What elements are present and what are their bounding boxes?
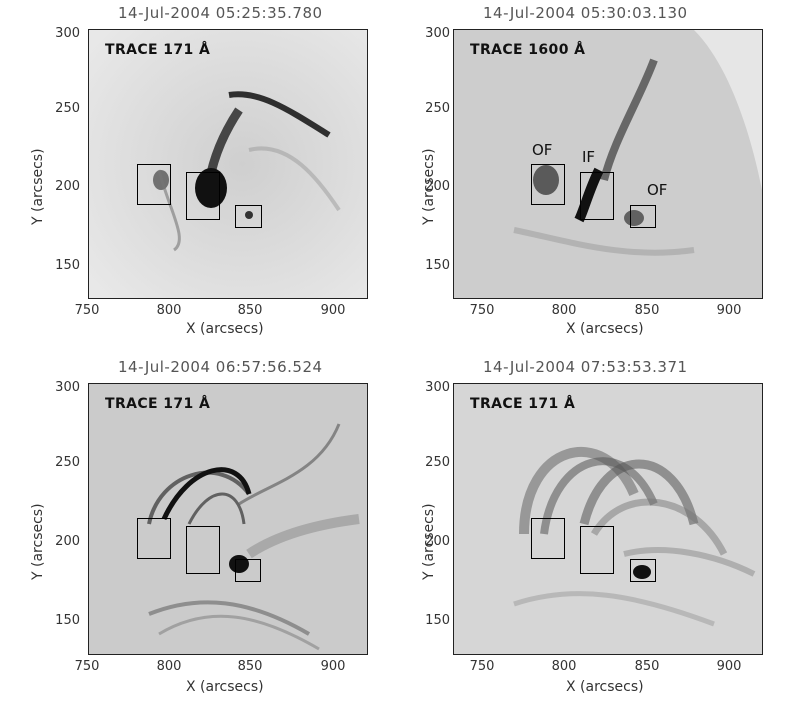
panel-4-instrument: TRACE 171 Å (470, 396, 576, 412)
panel-4-region-box-center (580, 526, 614, 574)
panel-3-region-box-left (137, 518, 171, 559)
panel-2-region-box-center (580, 172, 614, 220)
panel-2-xtick: 900 (716, 303, 742, 318)
panel-2-image: TRACE 1600 Å OF IF OF (453, 29, 763, 299)
panel-3-ytick: 200 (55, 534, 80, 549)
panel-4-xtick: 900 (716, 659, 742, 674)
panel-1-ytick: 250 (55, 101, 80, 116)
panel-3-region-box-right (235, 559, 261, 582)
panel-2-annotation-of-right: OF (647, 181, 668, 199)
panel-2-ytick: 300 (425, 26, 450, 41)
panel-4-ytick: 300 (425, 380, 450, 395)
panel-1-ytick: 200 (55, 179, 80, 194)
panel-4-ytick: 200 (425, 534, 450, 549)
panel-1-solar-image (89, 30, 367, 298)
panel-3-xtick: 850 (237, 659, 263, 674)
panel-3-ytick: 250 (55, 455, 80, 470)
panel-3-xtick: 750 (74, 659, 100, 674)
panel-2-annotation-of-left: OF (532, 141, 553, 159)
panel-2-xtick: 850 (634, 303, 660, 318)
panel-1-title: 14-Jul-2004 05:25:35.780 (118, 4, 323, 22)
panel-1-xlabel: X (arcsecs) (186, 321, 264, 337)
panel-3-instrument: TRACE 171 Å (105, 396, 211, 412)
panel-4-solar-image (454, 384, 762, 654)
panel-4-xtick: 850 (634, 659, 660, 674)
panel-1-xtick: 850 (237, 303, 263, 318)
panel-3-ytick: 300 (55, 380, 80, 395)
panel-3-xtick: 900 (320, 659, 346, 674)
panel-1-xtick: 900 (320, 303, 346, 318)
panel-3-xlabel: X (arcsecs) (186, 679, 264, 695)
panel-1-region-box-left (137, 164, 171, 205)
panel-3-ylabel: Y (arcsecs) (30, 503, 46, 580)
panel-2-xlabel: X (arcsecs) (566, 321, 644, 337)
panel-2-ytick: 150 (425, 258, 450, 273)
panel-1-image: TRACE 171 Å (88, 29, 368, 299)
panel-4-xtick: 750 (469, 659, 495, 674)
panel-2-ylabel: Y (arcsecs) (421, 148, 437, 225)
panel-4-xlabel: X (arcsecs) (566, 679, 644, 695)
panel-1-xtick: 750 (74, 303, 100, 318)
panel-4-ytick: 250 (425, 455, 450, 470)
panel-2-region-box-left (531, 164, 565, 205)
panel-2-xtick: 750 (469, 303, 495, 318)
panel-4-ytick: 150 (425, 613, 450, 628)
panel-1-region-box-center (186, 172, 220, 220)
panel-1-region-box-right (235, 205, 262, 228)
panel-2-xtick: 800 (551, 303, 577, 318)
panel-4-region-box-left (531, 518, 565, 559)
panel-1-ytick: 300 (55, 26, 80, 41)
panel-1-ylabel: Y (arcsecs) (30, 148, 46, 225)
panel-2-ytick: 250 (425, 101, 450, 116)
panel-2-title: 14-Jul-2004 05:30:03.130 (483, 4, 688, 22)
panel-4-xtick: 800 (551, 659, 577, 674)
panel-2-instrument: TRACE 1600 Å (470, 42, 586, 58)
panel-2-annotation-if: IF (582, 148, 596, 166)
panel-3-image: TRACE 171 Å (88, 383, 368, 655)
panel-1-ytick: 150 (55, 258, 80, 273)
panel-2-region-box-right (630, 205, 656, 228)
panel-3-ytick: 150 (55, 613, 80, 628)
panel-3-title: 14-Jul-2004 06:57:56.524 (118, 358, 323, 376)
panel-4-region-box-right (630, 559, 656, 582)
panel-3-xtick: 800 (156, 659, 182, 674)
panel-4-title: 14-Jul-2004 07:53:53.371 (483, 358, 688, 376)
panel-3-solar-image (89, 384, 367, 654)
panel-1-instrument: TRACE 171 Å (105, 42, 211, 58)
panel-4-ylabel: Y (arcsecs) (421, 503, 437, 580)
panel-1-xtick: 800 (156, 303, 182, 318)
panel-2-ytick: 200 (425, 179, 450, 194)
panel-4-image: TRACE 171 Å (453, 383, 763, 655)
panel-3-region-box-center (186, 526, 220, 574)
panel-2-solar-image (454, 30, 762, 298)
